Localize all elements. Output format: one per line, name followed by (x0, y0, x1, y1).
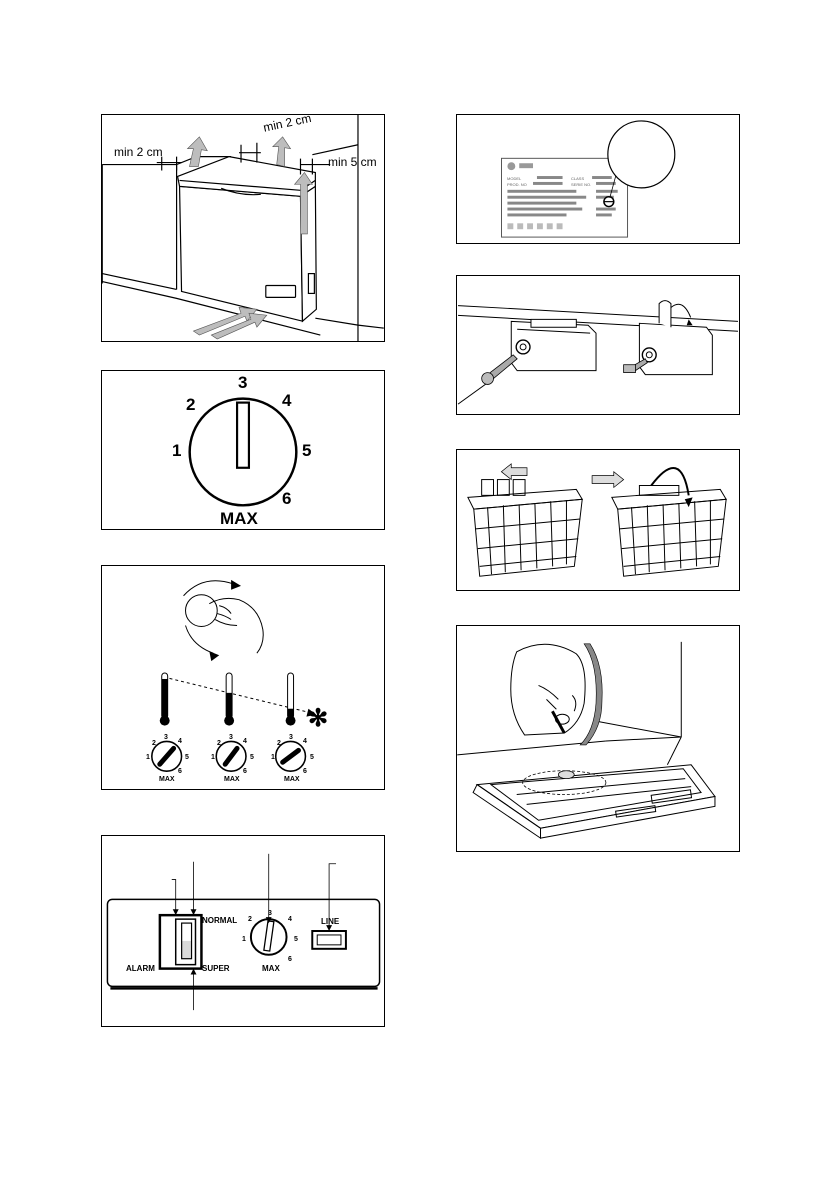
dial1-setting-5: 5 (185, 754, 189, 761)
dial1-setting-6: 6 (178, 768, 182, 775)
dial3-max: MAX (284, 776, 300, 783)
freezing-snowflake-icon: ✻ (308, 704, 328, 733)
dial1-setting-3: 3 (164, 734, 168, 741)
left-clearance-label: min 2 cm (114, 145, 163, 159)
dial1-setting-2: 2 (152, 740, 156, 747)
panel-dial-setting-6: 6 (288, 956, 292, 963)
panel-dial-setting-3: 3 (268, 910, 272, 917)
drain-plug-figure (456, 625, 740, 852)
dial-setting-3: 3 (238, 373, 247, 393)
class-label: CLASS (571, 176, 584, 181)
dial2-setting-3: 3 (229, 734, 233, 741)
normal-label: NORMAL (202, 916, 237, 925)
panel-dial-setting-1: 1 (242, 936, 246, 943)
lock-key-figure (456, 275, 740, 415)
dial3-setting-2: 2 (277, 740, 281, 747)
thermostat-dial-icon (102, 371, 384, 529)
panel-dial-setting-2: 2 (248, 916, 252, 923)
dial3-setting-6: 6 (303, 768, 307, 775)
dial-setting-4: 4 (282, 391, 291, 411)
alarm-label: ALARM (126, 964, 155, 973)
dial3-setting-4: 4 (303, 738, 307, 745)
rating-plate-figure: MODEL PROD. NO CLASS SERIE NO. (456, 114, 740, 244)
dial-setting-6: 6 (282, 489, 291, 509)
dial1-setting-4: 4 (178, 738, 182, 745)
dial3-setting-3: 3 (289, 734, 293, 741)
panel-dial-setting-5: 5 (294, 936, 298, 943)
rating-plate-illustration (457, 115, 739, 243)
dial-adjustment-figure: ✻ 1 2 3 4 5 6 MAX 1 2 3 4 5 6 MAX 1 2 3 … (101, 565, 385, 790)
dial-setting-1: 1 (172, 441, 181, 461)
panel-dial-max: MAX (262, 964, 280, 973)
dial1-setting-1: 1 (146, 754, 150, 761)
drain-plug-illustration (457, 626, 739, 851)
installation-clearance-figure: min 2 cm min 2 cm min 5 cm (101, 114, 385, 342)
baskets-figure (456, 449, 740, 591)
dial2-setting-1: 1 (211, 754, 215, 761)
model-label: MODEL (507, 176, 521, 181)
super-label: SUPER (202, 964, 230, 973)
dial2-setting-6: 6 (243, 768, 247, 775)
control-panel-illustration (102, 836, 384, 1026)
dial2-max: MAX (224, 776, 240, 783)
thermostat-dial-figure: 1 2 3 4 5 6 MAX (101, 370, 385, 530)
baskets-illustration (457, 450, 739, 590)
control-panel-figure: NORMAL ALARM SUPER LINE 1 2 3 4 5 6 MAX (101, 835, 385, 1027)
hand-turning-dial-illustration (102, 566, 384, 789)
line-label: LINE (321, 917, 339, 926)
dial-max-label: MAX (220, 509, 258, 529)
dial-setting-5: 5 (302, 441, 311, 461)
dial2-setting-2: 2 (217, 740, 221, 747)
lock-key-illustration (457, 276, 739, 414)
dial3-setting-5: 5 (310, 754, 314, 761)
dial3-setting-1: 1 (271, 754, 275, 761)
dial1-max: MAX (159, 776, 175, 783)
dial2-setting-4: 4 (243, 738, 247, 745)
panel-dial-setting-4: 4 (288, 916, 292, 923)
dial-setting-2: 2 (186, 395, 195, 415)
prod-no-label: PROD. NO (507, 182, 527, 187)
serie-label: SERIE NO. (571, 182, 591, 187)
right-clearance-label: min 5 cm (328, 155, 377, 169)
dial2-setting-5: 5 (250, 754, 254, 761)
